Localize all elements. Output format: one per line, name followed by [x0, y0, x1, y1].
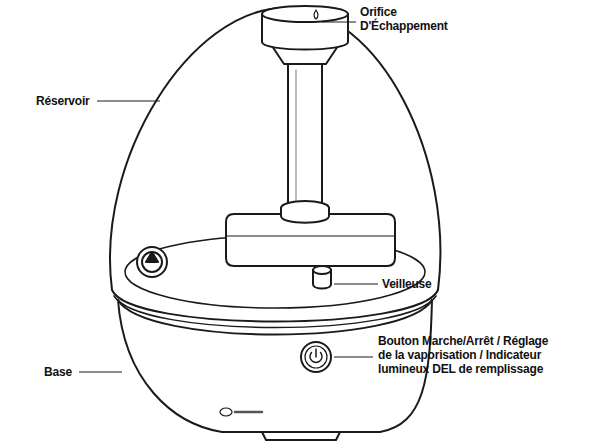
nozzle-top — [262, 6, 348, 22]
reservoir-shell — [110, 8, 440, 322]
valve-knob-ring — [142, 252, 162, 272]
power-button-inner — [305, 346, 327, 368]
leader-line — [334, 356, 373, 357]
mist-block-face — [226, 235, 395, 236]
logo-badge — [220, 408, 232, 416]
power-symbol — [310, 349, 322, 362]
exhaust-orifice — [314, 10, 318, 19]
part-label: Veilleuse — [382, 277, 472, 291]
power-button — [301, 342, 331, 372]
part-label: Réservoir — [36, 94, 96, 108]
valve-knob — [137, 247, 167, 277]
night-light-top — [313, 266, 331, 274]
leader-line — [79, 371, 122, 372]
reservoir-seam — [114, 296, 436, 328]
part-label: Bouton Marche/Arrêt / Réglage de la vapo… — [378, 334, 550, 376]
part-label: Base — [44, 365, 84, 379]
mist-tube — [288, 64, 322, 208]
logo-mark — [235, 411, 262, 414]
part-label: Orifice D'Échappement — [360, 5, 470, 33]
tube-collar-side — [281, 208, 329, 223]
leader-line — [334, 283, 378, 284]
valve-knob-stem — [146, 252, 158, 262]
leader-line — [322, 21, 356, 22]
foot — [262, 432, 340, 440]
leader-line — [97, 100, 160, 101]
tube-highlight — [296, 70, 297, 200]
